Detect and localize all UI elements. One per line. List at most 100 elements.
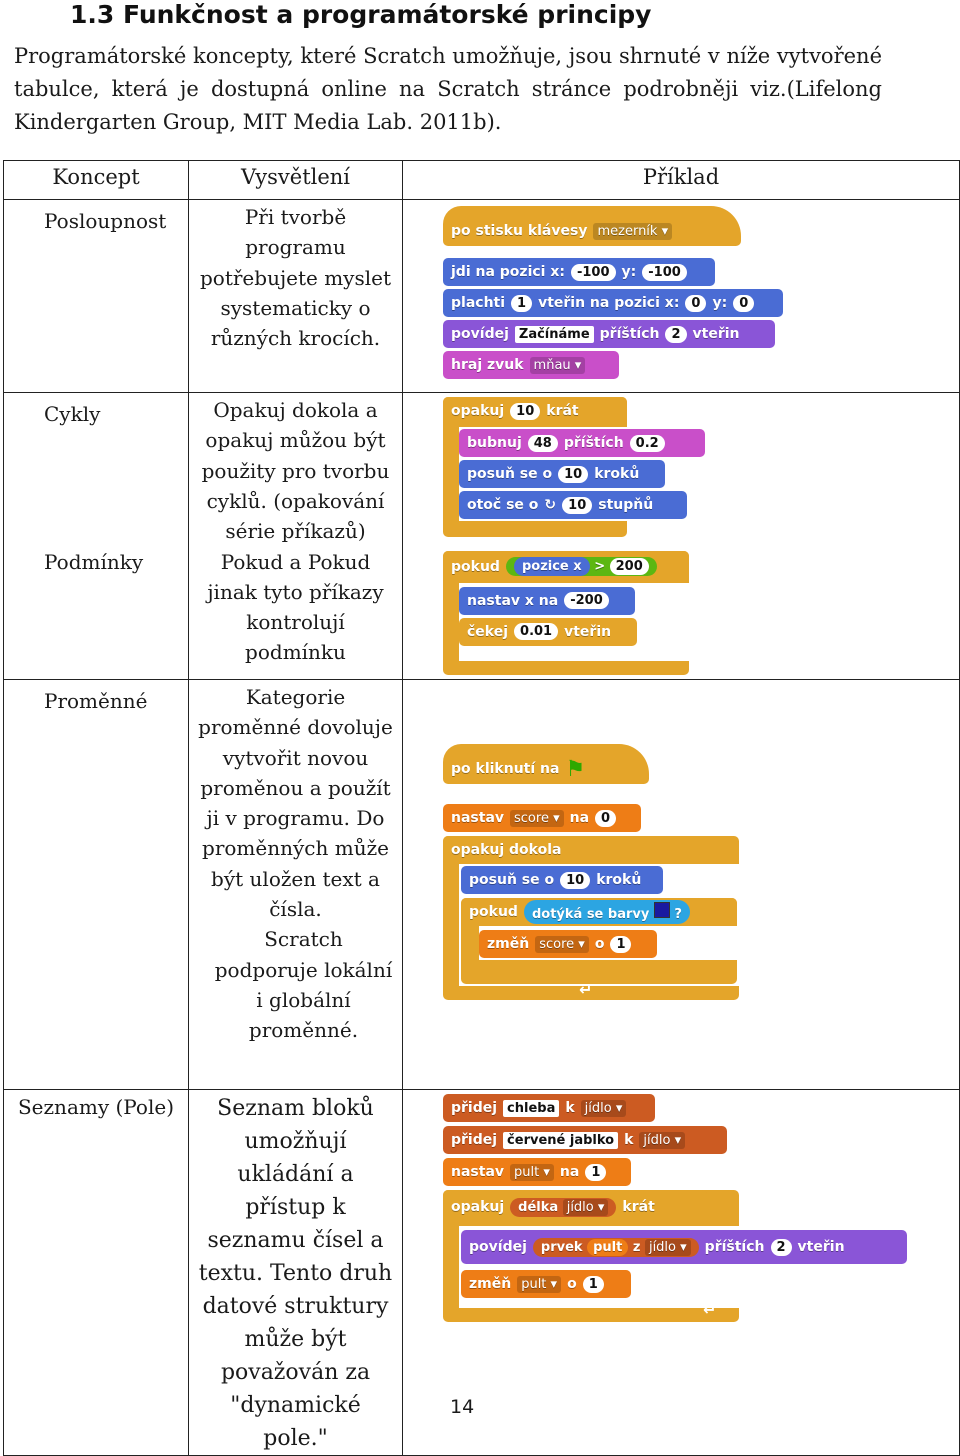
block-label: na	[559, 1164, 580, 1180]
if-block[interactable]: pokud pozice x > 200	[443, 550, 689, 583]
hat-flag-block[interactable]: po kliknutí na ⚑	[443, 744, 649, 784]
item-input[interactable]: chleba	[503, 1099, 560, 1117]
variable-reporter[interactable]: pult	[587, 1238, 629, 1256]
turn-block[interactable]: otoč se o ↻ 10 stupňů	[459, 491, 687, 519]
block-label: krát	[622, 1199, 655, 1215]
beats-input[interactable]: 0.2	[629, 434, 665, 452]
variable-dropdown[interactable]: score	[510, 809, 564, 827]
table-row: Proměnné Kategorie proměnné dovoluje vyt…	[3, 679, 960, 1090]
value-input[interactable]: 0	[595, 809, 617, 827]
move-block[interactable]: posuň se o 10 kroků	[461, 866, 663, 894]
text-input[interactable]: Začínáme	[514, 325, 594, 343]
repeat-block[interactable]: opakuj 10 krát	[443, 397, 627, 425]
table-row: Seznamy (Pole) Seznam bloků umožňují ukl…	[3, 1089, 960, 1456]
block-label: y:	[712, 295, 728, 311]
sound-dropdown[interactable]: mňau	[529, 356, 586, 374]
x-input[interactable]: -100	[570, 263, 616, 281]
y-input[interactable]: -100	[642, 263, 687, 281]
if-block[interactable]: pokud dotýká se barvy ?	[461, 898, 737, 926]
color-swatch[interactable]	[653, 902, 670, 918]
rotate-right-icon: ↻	[544, 497, 557, 513]
move-block[interactable]: posuň se o 10 kroků	[459, 460, 665, 488]
play-sound-block[interactable]: hraj zvuk mňau	[443, 351, 619, 379]
secs-input[interactable]: 2	[665, 325, 687, 343]
block-label: y:	[621, 264, 637, 280]
explanation-cell: Pokud a Pokud jinak tyto příkazy kontrol…	[188, 546, 403, 680]
block-label: pokud	[469, 904, 518, 920]
goto-block[interactable]: jdi na pozici x: -100 y: -100	[443, 258, 715, 286]
degrees-input[interactable]: 10	[562, 496, 593, 514]
block-label: vteřin na pozici x:	[538, 295, 680, 311]
table-header-row: Koncept Vysvětlení Příklad	[3, 160, 960, 200]
set-variable-block[interactable]: nastav score na 0	[443, 804, 641, 832]
say-block[interactable]: povídej prvek pult z jídlo příštích 2 vt…	[461, 1230, 907, 1264]
drum-input[interactable]: 48	[527, 434, 558, 452]
block-label: povídej	[451, 326, 509, 342]
drum-block[interactable]: bubnuj 48 příštích 0.2	[459, 429, 705, 457]
item-of-list-reporter[interactable]: prvek pult z jídlo	[532, 1237, 699, 1257]
block-label: vteřin	[564, 623, 612, 640]
green-flag-icon: ⚑	[565, 756, 586, 782]
block-label: opakuj dokola	[451, 842, 562, 858]
block-label: po stisku klávesy	[451, 223, 588, 239]
count-input[interactable]: 10	[510, 402, 541, 420]
variable-dropdown[interactable]: score	[535, 935, 589, 953]
say-block[interactable]: povídej Začínáme příštích 2 vteřin	[443, 320, 775, 348]
block-label: změň	[487, 936, 530, 952]
y-input[interactable]: 0	[733, 294, 755, 312]
page-number: 14	[450, 1396, 475, 1418]
variable-dropdown[interactable]: pult	[517, 1275, 562, 1293]
example-sequence: po stisku klávesy mezerník jdi na pozici…	[402, 199, 960, 393]
reporter-label: délka	[518, 1199, 559, 1215]
x-position-reporter[interactable]: pozice x	[513, 557, 590, 576]
x-input[interactable]: -200	[564, 592, 609, 609]
concept-cell: Cykly	[3, 392, 189, 547]
key-dropdown[interactable]: mezerník	[593, 222, 673, 240]
glide-block[interactable]: plachti 1 vteřin na pozici x: 0 y: 0	[443, 289, 783, 317]
set-variable-block[interactable]: nastav pult na 1	[443, 1158, 631, 1186]
add-to-list-block[interactable]: přidej chleba k jídlo	[443, 1094, 655, 1122]
variable-dropdown[interactable]: pult	[510, 1163, 554, 1181]
hat-key-press-block[interactable]: po stisku klávesy mezerník	[443, 206, 741, 246]
block-label: krát	[546, 403, 579, 419]
item-input[interactable]: červené jablko	[503, 1131, 619, 1149]
forever-block[interactable]: opakuj dokola	[443, 836, 605, 864]
value-input[interactable]: 200	[609, 558, 649, 575]
concepts-table: Koncept Vysvětlení Příklad Posloupnost P…	[3, 160, 960, 1456]
steps-input[interactable]: 10	[560, 871, 591, 889]
header-concept: Koncept	[3, 160, 189, 200]
x-input[interactable]: 0	[685, 294, 707, 312]
secs-input[interactable]: 1	[511, 294, 533, 312]
change-variable-block[interactable]: změň score o 1	[479, 930, 657, 958]
list-dropdown[interactable]: jídlo	[639, 1131, 686, 1149]
change-variable-block[interactable]: změň pult o 1	[461, 1270, 631, 1298]
block-label: plachti	[451, 295, 506, 311]
intro-paragraph: Programátorské koncepty, které Scratch u…	[14, 44, 882, 134]
list-dropdown[interactable]: jídlo	[562, 1198, 609, 1216]
secs-input[interactable]: 0.01	[514, 623, 559, 640]
block-label: nastav	[451, 810, 505, 826]
block-label: opakuj	[451, 1199, 505, 1215]
list-dropdown[interactable]: jídlo	[580, 1099, 627, 1117]
steps-input[interactable]: 10	[558, 465, 589, 483]
block-label: nastav x na	[467, 592, 559, 609]
block-label: přidej	[451, 1100, 498, 1116]
example-lists: přidej chleba k jídlo přidej červené jab…	[402, 1089, 960, 1456]
block-label: k	[624, 1132, 634, 1148]
add-to-list-block[interactable]: přidej červené jablko k jídlo	[443, 1126, 727, 1154]
block-label: posuň se o	[467, 466, 553, 482]
value-input[interactable]: 1	[582, 1275, 604, 1293]
repeat-block[interactable]: opakuj délka jídlo krát	[443, 1190, 707, 1224]
list-dropdown[interactable]: jídlo	[644, 1238, 691, 1256]
touching-color-sensor[interactable]: dotýká se barvy ?	[523, 900, 690, 924]
block-label: vteřin	[797, 1239, 845, 1255]
wait-block[interactable]: čekej 0.01 vteřin	[459, 617, 637, 646]
set-x-block[interactable]: nastav x na -200	[459, 586, 635, 615]
block-label: příštích	[704, 1239, 765, 1255]
header-explanation: Vysvětlení	[188, 160, 403, 200]
greater-than-operator[interactable]: pozice x > 200	[505, 557, 657, 576]
value-input[interactable]: 1	[585, 1163, 607, 1181]
length-of-list-reporter[interactable]: délka jídlo	[510, 1197, 617, 1217]
value-input[interactable]: 1	[610, 935, 632, 953]
secs-input[interactable]: 2	[770, 1238, 792, 1256]
